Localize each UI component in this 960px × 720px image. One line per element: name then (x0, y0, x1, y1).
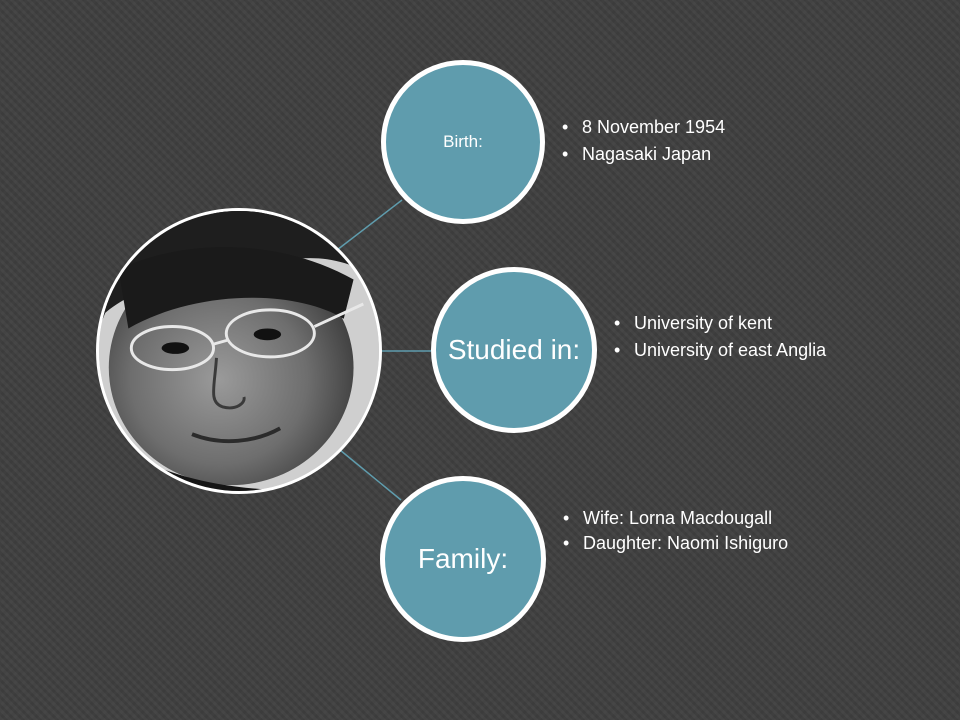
family-wife-item: Wife: Lorna Macdougall (561, 508, 801, 529)
family-daughter-item: Daughter: Naomi Ishiguro (561, 533, 801, 554)
studied-university-kent-item: University of kent (612, 313, 842, 334)
family-details-list: Wife: Lorna Macdougall Daughter: Naomi I… (561, 508, 801, 558)
portrait-photo (96, 208, 382, 494)
birth-date-item: 8 November 1954 (560, 117, 810, 138)
birth-node: Birth: (381, 60, 545, 224)
family-node: Family: (380, 476, 546, 642)
connector-birth (336, 199, 403, 251)
portrait-photo-icon (99, 211, 379, 491)
family-node-label: Family: (417, 543, 509, 574)
birth-node-label: Birth: (443, 132, 483, 151)
studied-university-east-anglia-item: University of east Anglia (612, 340, 842, 361)
studied-node-label: Studied in: (447, 334, 581, 365)
studied-details-list: University of kent University of east An… (612, 313, 842, 367)
studied-node: Studied in: (431, 267, 597, 433)
birth-details-list: 8 November 1954 Nagasaki Japan (560, 117, 810, 171)
connector-family (339, 449, 402, 501)
birth-place-item: Nagasaki Japan (560, 144, 810, 165)
